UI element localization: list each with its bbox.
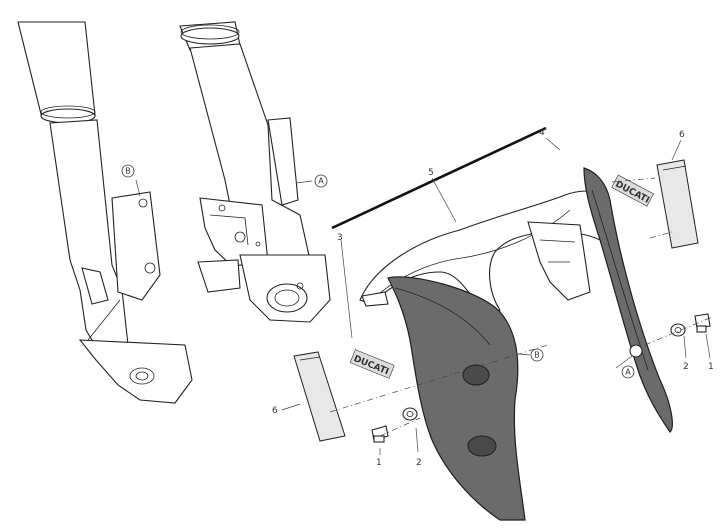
callout-1-right: 1 <box>708 362 714 372</box>
reference-b-right: B <box>530 348 544 362</box>
callout-5: 5 <box>428 168 434 178</box>
screw-right <box>694 313 711 333</box>
callout-3: 3 <box>337 233 343 243</box>
callout-2-left: 2 <box>416 458 422 468</box>
svg-text:B: B <box>534 351 540 360</box>
adhesive-pad-lower <box>293 351 346 442</box>
svg-text:A: A <box>318 177 324 186</box>
fender-side-panel-right <box>583 167 673 433</box>
callout-6-lower: 6 <box>272 406 278 416</box>
svg-text:B: B <box>125 167 131 176</box>
ducati-decal-right: DUCATI <box>611 174 654 207</box>
reference-a-left: A <box>314 174 328 188</box>
fender-side-panel-left <box>387 276 526 521</box>
callout-4: 4 <box>539 128 545 138</box>
washer-left <box>402 407 418 421</box>
callout-6-upper: 6 <box>679 130 685 140</box>
front-fender-upper <box>359 190 606 319</box>
reference-a-right: A <box>621 365 635 379</box>
svg-text:A: A <box>625 368 631 377</box>
trim-rod <box>331 126 547 230</box>
adhesive-pad-upper <box>656 159 699 249</box>
callout-1-left: 1 <box>376 458 382 468</box>
right-fork-leg <box>179 21 331 323</box>
screw-left <box>371 425 389 443</box>
reference-b-left: B <box>121 164 135 178</box>
ducati-decal-left: DUCATI <box>349 349 395 379</box>
left-fork-leg <box>17 21 193 404</box>
mount-bushing <box>629 344 643 358</box>
washer-right <box>670 323 686 337</box>
callout-2-right: 2 <box>683 362 689 372</box>
